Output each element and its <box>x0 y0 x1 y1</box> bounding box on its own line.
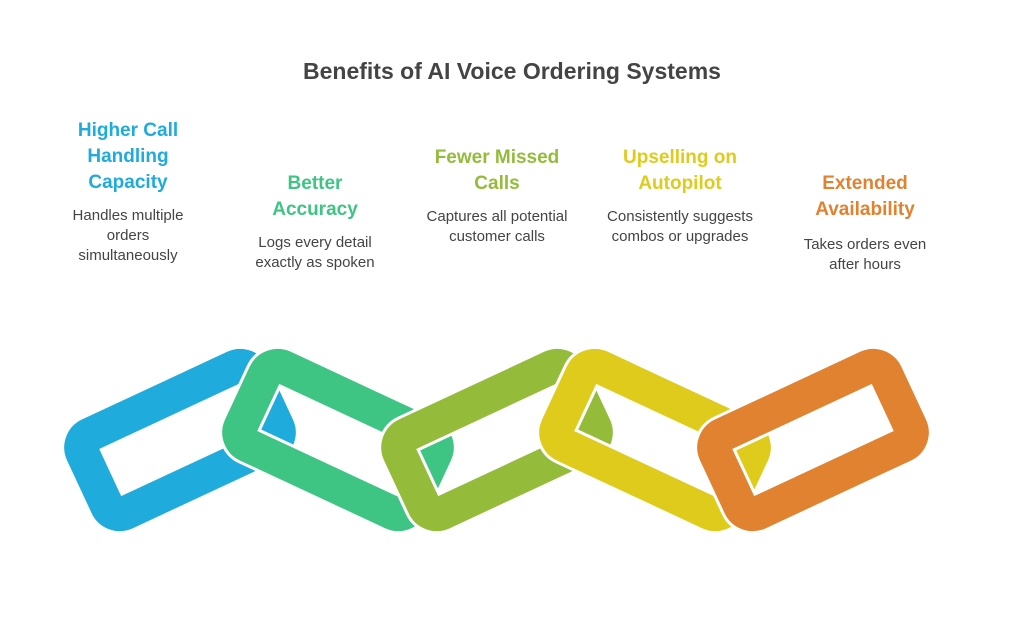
benefit-heading: Extended Availability <box>815 173 915 220</box>
diagram-title: Benefits of AI Voice Ordering Systems <box>303 58 721 84</box>
benefit-3: Fewer Missed Calls Captures all potentia… <box>407 145 587 247</box>
benefit-heading: Better Accuracy <box>272 173 358 220</box>
benefit-description: Handles multiple orders simultaneously <box>72 207 184 264</box>
benefit-description: Consistently suggests combos or upgrades <box>607 208 753 245</box>
benefit-1: Higher Call Handling Capacity Handles mu… <box>38 118 218 266</box>
benefit-heading: Upselling on Autopilot <box>623 147 737 194</box>
benefit-5: Extended Availability Takes orders even … <box>775 171 955 275</box>
benefit-2: Better Accuracy Logs every detail exactl… <box>225 171 405 273</box>
benefit-heading: Fewer Missed Calls <box>434 147 560 194</box>
benefit-heading: Higher Call Handling Capacity <box>77 120 179 193</box>
benefit-description: Captures all potential customer calls <box>426 208 568 245</box>
benefit-4: Upselling on Autopilot Consistently sugg… <box>590 145 770 247</box>
benefit-description: Takes orders even after hours <box>803 236 927 273</box>
benefit-description: Logs every detail exactly as spoken <box>255 234 375 271</box>
chain-link-5 <box>694 345 932 535</box>
